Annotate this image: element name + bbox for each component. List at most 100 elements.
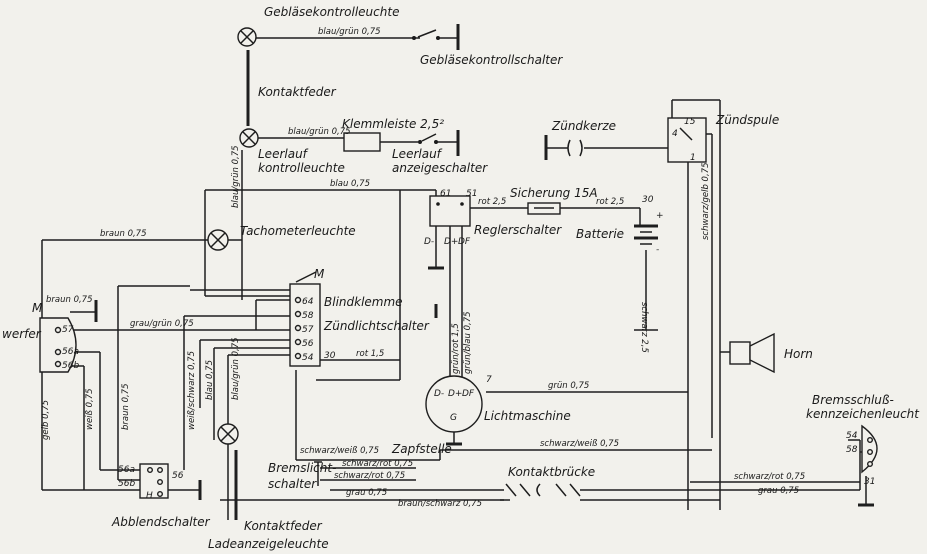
terminal: 4 [672, 129, 678, 139]
terminal: 15 [684, 117, 696, 127]
label-kontaktfeder-top: Kontaktfeder [258, 85, 337, 99]
wire-label: gelb 0,75 [41, 400, 51, 440]
label-sicherung: Sicherung 15A [510, 186, 598, 200]
batterie-icon [634, 224, 658, 245]
wire-label: blau 0,75 [205, 360, 215, 400]
label-klemmleiste: Klemmleiste 2,5² [342, 117, 444, 131]
label-kontaktfeder-bottom: Kontaktfeder [244, 519, 323, 533]
terminal: 56b [62, 361, 79, 371]
lade-lamp-icon [217, 423, 239, 445]
terminal: D- [424, 237, 434, 247]
terminal: 61 [440, 189, 451, 199]
wire-label: grün/blau 0,75 [463, 311, 473, 374]
terminal: DF [462, 389, 475, 399]
terminal: 56 [172, 471, 184, 481]
wire-label: grau 0,75 [758, 486, 799, 496]
terminal: 64 [302, 297, 314, 307]
geblaese-switch-icon [412, 29, 440, 40]
label-lichtmaschine: Lichtmaschine [484, 409, 571, 423]
label-leerlauf-schalter-1: Leerlauf [392, 147, 443, 161]
wire-label: grün 0,75 [548, 381, 589, 391]
terminal: M [314, 267, 325, 281]
label-geblaesekontrollleuchte: Gebläsekontrolleuchte [264, 5, 399, 19]
terminal: G [450, 413, 457, 423]
zuendkerze-icon [567, 139, 583, 157]
reglerschalter-box [429, 195, 471, 227]
wire-label: weiß 0,75 [85, 388, 95, 430]
label-leerlauf-leuchte-2: kontrolleuchte [258, 161, 345, 175]
terminal: 30 [642, 195, 654, 205]
wire-label: schwarz/rot 0,75 [342, 459, 413, 469]
wire-label: grau 0,75 [346, 488, 387, 498]
wire-label: rot 1,5 [356, 349, 384, 359]
label-horn: Horn [784, 347, 813, 361]
terminal: 57 [62, 325, 74, 335]
horn-icon [729, 332, 775, 374]
terminal: D+ [444, 237, 458, 247]
zuendlichtschalter-box [289, 283, 321, 367]
label-bremsschluss-2: kennzeichenleucht [806, 407, 920, 421]
abblendschalter-box [139, 463, 169, 499]
terminal: DF [458, 237, 471, 247]
terminal: 1 [690, 153, 696, 163]
terminal: 56b [118, 479, 135, 489]
geblaese-lamp-icon [237, 27, 257, 47]
label-zuendkerze: Zündkerze [551, 119, 616, 133]
label-zapfstelle: Zapfstelle [391, 442, 452, 456]
terminal: 56a [118, 465, 135, 475]
terminal: 56 [302, 339, 314, 349]
label-tachometerleuchte: Tachometerleuchte [240, 224, 356, 238]
terminal: 7 [486, 375, 492, 385]
terminal: 51 [466, 189, 477, 199]
terminal: 57 [302, 325, 314, 335]
wire-label: braun/schwarz 0,75 [398, 499, 482, 509]
wire-label: schwarz 2,5 [639, 302, 649, 353]
wire-label: rot 2,5 [596, 197, 624, 207]
sicherung-icon [527, 202, 561, 215]
label-batterie: Batterie [576, 227, 624, 241]
wire-label: schwarz/gelb 0,75 [701, 163, 711, 240]
label-leerlauf-schalter-2: anzeigeschalter [392, 161, 488, 175]
label-bremslicht-1: Bremslicht- [268, 461, 336, 475]
terminal: 54 [846, 431, 858, 441]
zuendspule-box [667, 117, 707, 163]
terminal: D+ [448, 389, 462, 399]
wire-label: rot 2,5 [478, 197, 506, 207]
bremsschluss-lamp-icon [861, 424, 878, 474]
label-zuendlichtschalter: Zündlichtschalter [323, 319, 430, 333]
terminal: 58 [846, 445, 858, 455]
terminal: 30 [324, 351, 336, 361]
wire-label: grau/grün 0,75 [130, 319, 194, 329]
wires [41, 24, 874, 520]
wire-label: blau/grün 0,75 [231, 337, 241, 400]
terminal: H [146, 491, 153, 501]
wire-label: grün/rot 1,5 [451, 323, 461, 374]
terminal: + [656, 211, 664, 221]
wire-label: weiß/schwarz 0,75 [187, 351, 197, 430]
wire-label: schwarz/rot 0,75 [734, 472, 805, 482]
label-kontaktbruecke: Kontaktbrücke [508, 465, 595, 479]
label-abblendschalter: Abblendschalter [111, 515, 211, 529]
wire-label: braun 0,75 [46, 295, 93, 305]
wire-label: braun 0,75 [100, 229, 147, 239]
label-reglerschalter: Reglerschalter [474, 223, 562, 237]
label-bremsschluss-1: Bremsschluß- [812, 393, 894, 407]
klemmleiste-box [343, 132, 381, 152]
wire-label: blau/grün 0,75 [288, 127, 351, 137]
leerlauf-lamp-icon [239, 128, 259, 148]
label-zuendspule: Zündspule [715, 113, 779, 127]
label-geblaesekontrollschalter: Gebläsekontrollschalter [420, 53, 563, 67]
label-blindklemme: Blindklemme [324, 295, 403, 309]
wire-label: schwarz/weiß 0,75 [300, 446, 379, 456]
label-bremslicht-2: schalter [268, 477, 317, 491]
leerlauf-switch-icon [418, 133, 438, 144]
terminal: 58 [302, 311, 314, 321]
werfer-icon [39, 317, 77, 373]
terminal: - [656, 245, 659, 255]
wire-label: schwarz/rot 0,75 [334, 471, 405, 481]
terminal: M [32, 301, 43, 315]
terminal: 31 [864, 477, 875, 487]
wire-label: blau/grün 0,75 [231, 145, 241, 208]
